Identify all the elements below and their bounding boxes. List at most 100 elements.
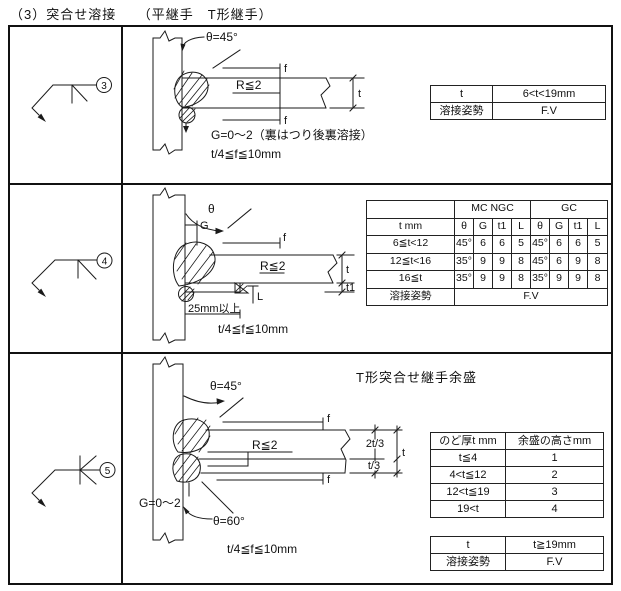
radius-label: R≦2 [260,259,286,273]
spec-value: t≧19mm [505,536,604,554]
value-cell: 5 [510,235,532,254]
radius-label: R≦2 [252,438,278,452]
weld-bead-hatched [172,241,216,302]
bevel-groove-symbol [77,259,97,280]
value-cell: 6 [549,235,570,254]
weld-symbol-leader-arrow [31,259,98,297]
weld-bead-hatched [173,70,210,133]
range-cell: 16≦t [366,270,455,289]
value-cell: 45° [454,235,474,254]
value-cell: 35° [454,252,474,271]
theta-bottom-annotation [183,481,234,520]
backing-thickness-label: t1 [346,282,355,294]
col-header: t1 [568,217,589,236]
table-row: 16≦t 35° 9 9 8 35° 9 9 8 [366,270,609,289]
k-groove-symbol [79,455,97,485]
spec-value: 6<t<19mm [492,85,606,103]
col-header: L [510,217,532,236]
thickness-label: t [346,264,349,276]
lower-fraction-label: t/3 [368,460,380,472]
theta-annotation [185,208,252,235]
table-row: 12<t≦19 3 [430,483,604,501]
value-cell: 4 [505,500,604,518]
table-row: 12≦t<16 35° 9 9 8 45° 6 9 8 [366,252,609,271]
value-cell: 9 [492,252,512,271]
radius-label: R≦2 [236,78,262,92]
value-cell: 6 [473,235,493,254]
value-cell: 5 [587,235,609,254]
value-cell: 1 [505,449,604,467]
theta-top-label: θ=45° [210,379,242,393]
range-cell: 12≦t<16 [366,252,455,271]
bevel-groove-symbol [71,84,88,104]
table-row: 19<t 4 [430,500,604,518]
col-header: θ [454,217,474,236]
row-divider-2 [8,352,613,354]
gap-note: G=0～2（裏はつり後裏溶接） [211,127,373,142]
vertical-plate [152,29,183,155]
groove-gap-dimension [184,220,198,246]
value-cell: 3 [505,483,604,501]
symbol-number-circle [96,252,113,269]
upper-fraction-label: 2t/3 [366,438,384,450]
weld-symbol-number: 5 [105,466,111,477]
col-header: t mm [366,217,455,236]
col-header: のど厚t mm [430,432,506,450]
horizontal-plate [198,429,403,474]
thickness-label: t [358,88,361,100]
weld-symbol-number: 4 [102,257,108,268]
value-cell: 45° [530,252,551,271]
corner-cell [366,200,455,219]
dimension-lines [207,417,401,485]
row3-reinforcement-table: のど厚t mm 余盛の高さmm t≦4 1 4<t≦12 2 12<t≦19 3… [430,432,604,518]
f-top-label: f [327,413,331,425]
row1-joint-diagram: θ=45° f f R≦2 t G=0～2（裏はつり後裏溶接） t/4≦f≦10… [152,29,373,161]
group-header: GC [530,200,609,219]
col-header: G [549,217,570,236]
table-row: 4<t≦12 2 [430,466,604,484]
row3-weld-symbol: 5 [31,455,116,507]
value-cell: 9 [549,270,570,289]
spec-label: t [430,536,506,554]
row3-joint-diagram: θ=45° θ=60° f f R≦2 G=0～2 2t/3 t/3 t t/4… [139,355,405,556]
size-note: t/4≦f≦10mm [218,322,288,336]
spec-value: F.V [505,553,604,571]
section-title: T形突合せ継手余盛 [356,370,477,385]
weld-symbol-number: 3 [101,81,107,92]
dimension-lines [184,237,346,319]
f-bottom-label: f [284,115,288,127]
thickness-label: t [402,447,405,459]
spec-label: 溶接姿勢 [430,102,493,120]
col-header: L [587,217,609,236]
row3-spec-table: t t≧19mm 溶接姿勢 F.V [430,536,604,571]
value-cell: 8 [510,252,532,271]
value-cell: 6 [549,252,570,271]
row1-weld-symbol: 3 [31,77,112,122]
row1-spec-table: t 6<t<19mm 溶接姿勢 F.V [430,85,606,120]
table-row: t≦4 1 [430,449,604,467]
range-cell: 12<t≦19 [430,483,506,501]
posture-label: 溶接姿勢 [366,287,455,306]
main-frame [8,25,613,585]
symbol-number-circle [99,462,116,478]
value-cell: 45° [530,235,551,254]
horizontal-plate [196,254,355,293]
range-cell: t≦4 [430,449,506,467]
row2-weld-symbol: 4 [31,252,113,297]
dimension-lines [222,63,357,125]
row2-spec-table: MC NGC GC t mm θ G t1 L θ G t1 L 6≦t<12 … [366,200,609,306]
value-cell: 9 [473,270,493,289]
spec-label: 溶接姿勢 [430,553,506,571]
col-header: 余盛の高さmm [505,432,604,450]
vertical-plate [152,355,184,544]
f-top-label: f [284,63,288,75]
column-divider [121,25,123,585]
page-title: （3）突合せ溶接 （平継手 T形継手） [10,7,273,22]
spec-value: F.V [492,102,606,120]
backing-strip [184,281,250,294]
symbol-number-circle [96,77,112,93]
weld-bead-hatched [172,417,211,483]
group-header: MC NGC [453,200,532,219]
theta-label: θ=45° [206,30,238,44]
